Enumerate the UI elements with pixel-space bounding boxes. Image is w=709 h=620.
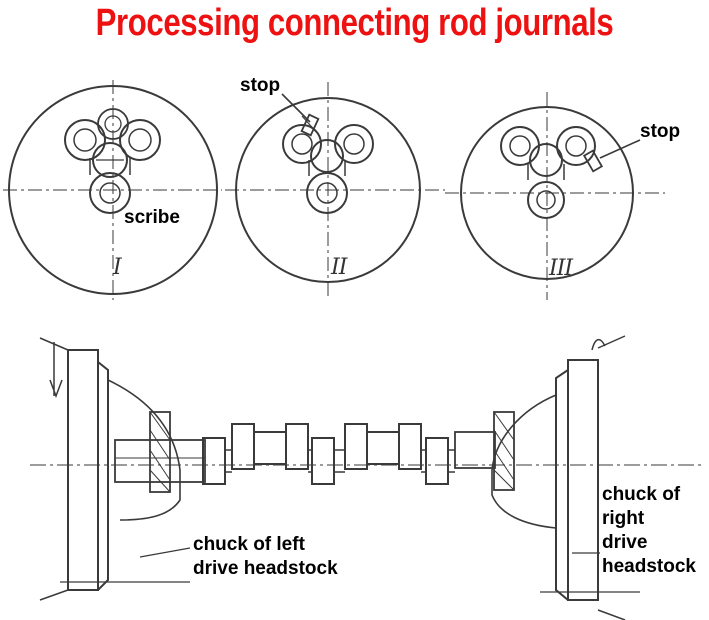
left-chuck-drawing	[39, 337, 191, 601]
position-label-one: I	[113, 255, 122, 280]
scribe-label: scribe	[124, 207, 180, 228]
page-title: Processing connecting rod journals	[95, 2, 614, 44]
position-three-view	[445, 92, 665, 300]
position-label-two: II	[331, 255, 347, 280]
stop-label-top: stop	[240, 75, 281, 96]
lathe-side-view	[30, 335, 705, 620]
crankshaft-drawing	[114, 423, 496, 485]
position-two-view	[225, 82, 445, 300]
chuck-right-label: chuck of right drive headstock	[602, 483, 696, 579]
stop-label-right: stop	[640, 121, 681, 142]
chuck-right-label-line2: right	[602, 508, 645, 529]
chuck-left-label: chuck of left drive headstock	[193, 533, 338, 581]
position-label-three: III	[549, 256, 573, 281]
position-one-view	[3, 80, 222, 300]
chuck-right-label-line4: headstock	[602, 556, 696, 577]
chuck-right-label-line1: chuck of	[602, 484, 681, 505]
right-chuck-drawing	[491, 335, 640, 620]
chuck-left-label-line2: drive headstock	[193, 558, 338, 579]
chuck-left-label-line1: chuck of left	[193, 534, 305, 555]
chuck-right-label-line3: drive	[602, 532, 648, 553]
